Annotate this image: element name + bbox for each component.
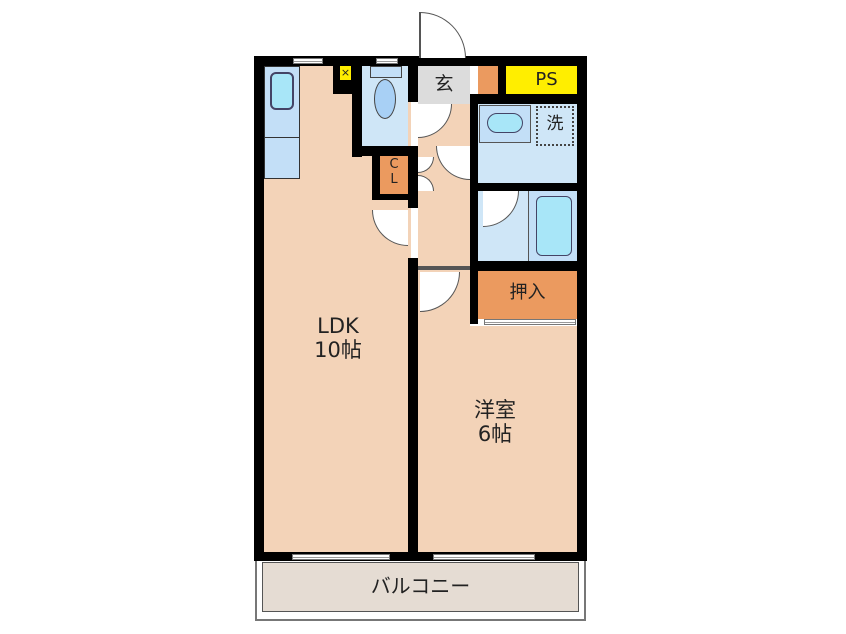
washing-machine-area: 洗 [536, 106, 574, 146]
bath-wall-bottom [470, 261, 580, 271]
ps-wall [498, 62, 506, 98]
closet-label-l: L [390, 171, 398, 187]
western-balcony-window[interactable] [433, 554, 535, 560]
ldk-hall-wall-upper [408, 194, 418, 208]
kitchen-divider [264, 137, 300, 138]
closet-label-c: C [389, 157, 399, 172]
bath-wall-top [478, 183, 578, 191]
hall-divider [418, 266, 470, 270]
entrance-label: 玄 [434, 73, 454, 95]
toilet-tank-icon [370, 66, 402, 78]
washroom-wall-left [470, 94, 478, 324]
western-room-label: 洋室 6帖 [460, 398, 530, 446]
ps-wall-bottom [470, 94, 580, 104]
ldk-hall-wall [408, 258, 418, 558]
western-room-floor-main [418, 326, 577, 552]
outer-wall-left [254, 56, 264, 560]
closet-label: C L [380, 157, 408, 188]
toilet-bowl-icon [374, 79, 396, 119]
toilet-wall-left [352, 62, 362, 157]
ldk-label: LDK 10帖 [298, 314, 378, 362]
pipe-space-label: PS [535, 69, 558, 90]
outer-wall-bottom [254, 552, 587, 561]
outer-wall-top [254, 56, 587, 66]
basin-icon [487, 113, 523, 133]
storage-sliding-door[interactable] [484, 319, 576, 325]
entrance: 玄 [418, 66, 470, 104]
toilet-wall-right [408, 62, 418, 102]
shaft-marker-icon: × [340, 66, 351, 80]
ldk-balcony-window[interactable] [292, 554, 390, 560]
outer-wall-right [577, 56, 587, 560]
laundry-label: 洗 [546, 114, 564, 134]
ldk-name: LDK [317, 314, 359, 338]
closet: C L [380, 156, 408, 194]
entrance-door-arc[interactable] [420, 12, 466, 58]
balcony-label: バルコニー [370, 574, 471, 598]
toilet-window[interactable] [376, 58, 398, 64]
western-room-name: 洋室 [474, 398, 516, 422]
ldk-top-window[interactable] [293, 58, 323, 64]
bathtub-icon [536, 196, 572, 256]
balcony: バルコニー [262, 562, 579, 612]
ldk-size: 10帖 [314, 338, 362, 363]
meter-box [478, 66, 498, 94]
storage-label: 押入 [509, 282, 546, 303]
sink-icon [270, 72, 294, 110]
pipe-space: PS [506, 66, 577, 94]
storage: 押入 [478, 271, 577, 319]
entrance-door-leaf [419, 12, 421, 58]
western-room-size: 6帖 [477, 422, 513, 447]
